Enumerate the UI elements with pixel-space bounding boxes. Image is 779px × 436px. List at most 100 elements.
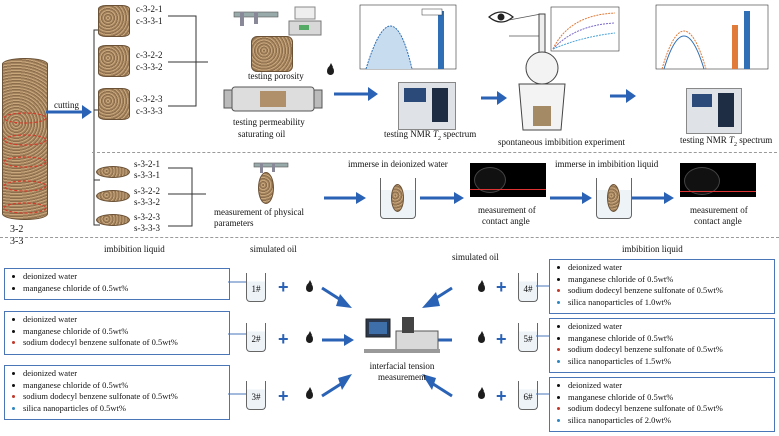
top-bracket xyxy=(168,15,208,107)
box4-item-3: sodium dodecyl benzene sulfonate of 0.5w… xyxy=(556,285,774,297)
box5-item-1: deionized water xyxy=(556,321,774,333)
liquid-box-3: deionized water manganese chloride of 0.… xyxy=(4,365,230,420)
box3-item-2: manganese chloride of 0.5wt% xyxy=(11,380,229,392)
oil-drop-6 xyxy=(478,387,485,399)
sample-s-2: s-3-3-1 xyxy=(134,170,160,180)
eye-icon xyxy=(488,11,514,23)
sample-c-4: c-3-3-2 xyxy=(136,62,163,72)
arrow-to-imbibition xyxy=(481,91,507,105)
beaker-slice-1 xyxy=(391,184,404,212)
imbibition-apparatus xyxy=(508,13,566,131)
divider-1 xyxy=(92,152,779,153)
oil-drop-icon xyxy=(327,63,334,75)
arrow-to-contact2 xyxy=(632,192,674,204)
oil-drop-4 xyxy=(478,280,485,292)
contact-angle-image-1 xyxy=(470,163,546,197)
divider-2 xyxy=(0,237,779,238)
contact-angle-2b: contact angle xyxy=(694,216,742,226)
arrow-to-deionized xyxy=(324,192,366,204)
imbibition-label: spontaneous imbibition experiment xyxy=(498,137,625,147)
core-label-1: 3-2 xyxy=(10,224,24,235)
box1-item-2: manganese chloride of 0.5wt% xyxy=(11,283,229,295)
sample-s-6: s-3-3-3 xyxy=(134,223,160,233)
beaker-1: 1# xyxy=(246,273,266,302)
sample-c-5: c-3-2-3 xyxy=(136,94,163,104)
sample-s-5: s-3-2-3 xyxy=(134,212,160,222)
core-label-2: 3-3 xyxy=(10,236,24,247)
testing-nmr-2: testing NMR T2 spectrum xyxy=(680,135,773,148)
oil-drop-1 xyxy=(306,280,313,292)
porosity-core xyxy=(251,36,293,72)
slice-2 xyxy=(96,190,130,202)
beaker-4: 4# xyxy=(518,273,538,302)
physical-params-1: measurement of physical xyxy=(214,207,304,217)
imbibition-liquid-left: imbibition liquid xyxy=(104,244,165,254)
box5-item-2: manganese chloride of 0.5wt% xyxy=(556,333,774,345)
plus-icon-4: + xyxy=(496,277,507,297)
oil-drop-5 xyxy=(478,331,485,343)
immerse-imbibition-label: immerse in imbibition liquid xyxy=(555,159,659,169)
contact-angle-2a: measurement of xyxy=(690,205,748,215)
arrow-to-nmr1 xyxy=(334,87,378,101)
box2-item-2: manganese chloride of 0.5wt% xyxy=(11,326,229,338)
plus-icon-2: + xyxy=(278,329,289,349)
box6-item-1: deionized water xyxy=(556,380,774,392)
cutting-arrow xyxy=(46,105,92,119)
core-holder-icon xyxy=(223,86,323,112)
ift-label-2: measurement xyxy=(378,372,426,382)
box3-item-1: deionized water xyxy=(11,368,229,380)
caliper-icon xyxy=(233,11,279,26)
sample-s-4: s-3-3-2 xyxy=(134,197,160,207)
liquid-box-2: deionized water manganese chloride of 0.… xyxy=(4,311,230,355)
box3-item-4: silica nanoparticles of 0.5wt% xyxy=(11,403,229,415)
arrow-to-nmr2 xyxy=(610,89,636,103)
box6-item-2: manganese chloride of 0.5wt% xyxy=(556,392,774,404)
sample-s-1: s-3-2-1 xyxy=(134,159,160,169)
beaker-6: 6# xyxy=(518,381,538,410)
sample-s-3: s-3-2-2 xyxy=(134,186,160,196)
oil-drop-3 xyxy=(306,387,313,399)
plus-icon-3: + xyxy=(278,386,289,406)
arrow-to-contact1 xyxy=(420,192,464,204)
sample-c-6: c-3-3-3 xyxy=(136,106,163,116)
liquid-box-5: deionized water manganese chloride of 0.… xyxy=(549,318,775,373)
cutting-label: cutting xyxy=(54,100,79,110)
box2-item-1: deionized water xyxy=(11,314,229,326)
ift-label-1: interfacial tension xyxy=(369,361,435,371)
box2-item-3: sodium dodecyl benzene sulfonate of 0.5w… xyxy=(11,337,229,349)
plus-icon-5: + xyxy=(496,329,507,349)
box5-item-3: sodium dodecyl benzene sulfonate of 0.5w… xyxy=(556,344,774,356)
box5-item-4: silica nanoparticles of 1.5wt% xyxy=(556,356,774,368)
box1-item-1: deionized water xyxy=(11,271,229,283)
imbibition-liquid-right: imbibition liquid xyxy=(622,244,683,254)
physical-params-2: parameters xyxy=(214,218,254,228)
imbibition-chart xyxy=(550,6,620,52)
simulated-oil-left: simulated oil xyxy=(250,244,297,254)
box4-item-4: silica nanoparticles of 1.0wt% xyxy=(556,297,774,309)
nmr-screen-2 xyxy=(692,94,712,107)
right-connectors xyxy=(536,285,550,395)
beaker-3: 3# xyxy=(246,381,266,410)
balance-icon xyxy=(288,6,322,36)
testing-porosity-label: testing porosity xyxy=(248,71,304,81)
immerse-deionized-label: immerse in deionized water xyxy=(348,159,448,169)
tensiometer-icon xyxy=(364,317,440,353)
liquid-box-4: deionized water manganese chloride of 0.… xyxy=(549,259,775,314)
rock-core xyxy=(2,58,48,220)
nmr-magnet-2 xyxy=(718,93,734,127)
sample-c-3: c-3-2-2 xyxy=(136,50,163,60)
plus-icon-1: + xyxy=(278,277,289,297)
caliper-icon-2 xyxy=(253,162,289,173)
liquid-box-1: deionized water manganese chloride of 0.… xyxy=(4,268,230,300)
nmr-magnet-1 xyxy=(432,88,448,122)
box6-item-4: silica nanoparticles of 2.0wt% xyxy=(556,415,774,427)
left-connectors xyxy=(228,281,246,395)
liquid-box-6: deionized water manganese chloride of 0.… xyxy=(549,377,775,432)
core-cut-lines xyxy=(3,112,47,214)
sample-c-2: c-3-3-1 xyxy=(136,16,163,26)
contact-angle-1a: measurement of xyxy=(478,205,536,215)
box3-item-3: sodium dodecyl benzene sulfonate of 0.5w… xyxy=(11,391,229,403)
saturating-oil-label: saturating oil xyxy=(238,129,286,139)
slice-3 xyxy=(96,214,130,226)
plus-icon-6: + xyxy=(496,386,507,406)
